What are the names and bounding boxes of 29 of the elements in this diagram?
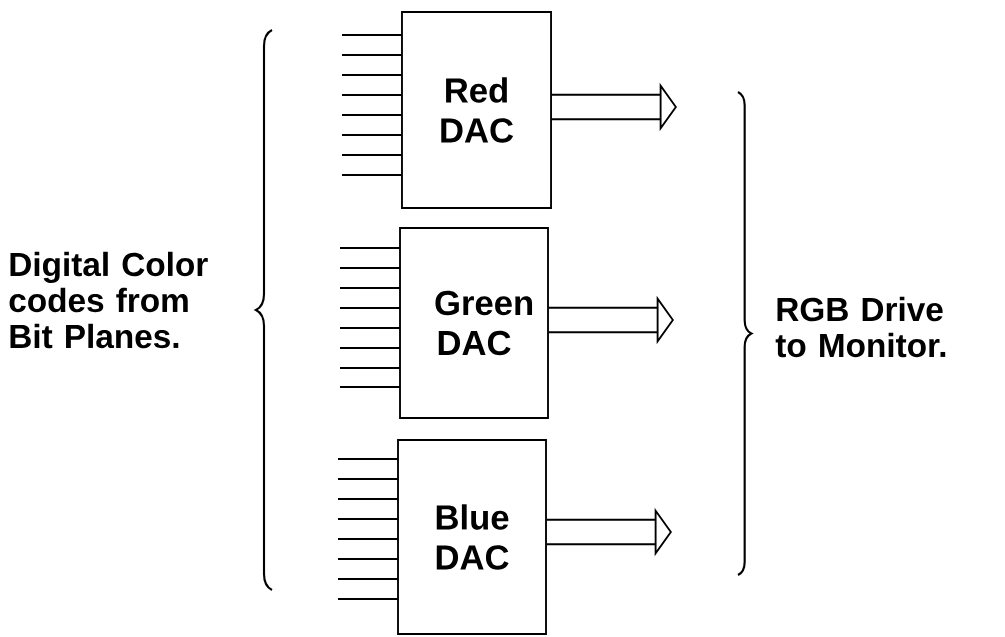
- dac-box: Green DAC: [399, 227, 549, 419]
- input-line: [340, 286, 400, 290]
- input-line: [340, 385, 400, 389]
- input-line: [342, 153, 402, 157]
- input-line: [338, 497, 398, 501]
- side-label: RGB Drive to Monitor.: [775, 296, 946, 358]
- input-line: [342, 133, 402, 137]
- input-line: [338, 537, 398, 541]
- input-line: [338, 457, 398, 461]
- input-line: [338, 557, 398, 561]
- input-line: [342, 173, 402, 177]
- input-line: [342, 93, 402, 97]
- input-line: [338, 577, 398, 581]
- side-label: Digital Color codes from Bit Planes.: [9, 251, 208, 349]
- input-line: [338, 597, 398, 601]
- dac-box: Blue DAC: [397, 439, 547, 635]
- input-line: [340, 266, 400, 270]
- input-line: [340, 246, 400, 250]
- input-line: [338, 517, 398, 521]
- input-line: [340, 306, 400, 310]
- input-line: [340, 366, 400, 370]
- dac-box: Red DAC: [401, 11, 552, 209]
- input-line: [342, 33, 402, 37]
- input-line: [340, 326, 400, 330]
- input-line: [338, 477, 398, 481]
- input-line: [342, 73, 402, 77]
- input-line: [342, 53, 402, 57]
- input-line: [340, 346, 400, 350]
- input-line: [342, 113, 402, 117]
